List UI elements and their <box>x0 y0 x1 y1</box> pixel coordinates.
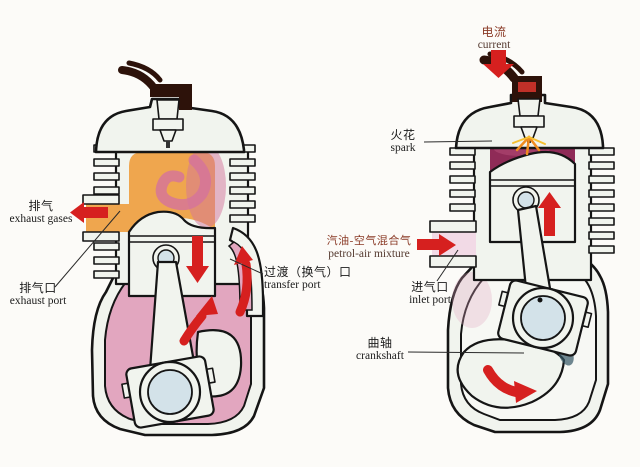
label-transfer-port-en: transfer port <box>264 278 321 291</box>
label-crankshaft-en: crankshaft <box>356 349 404 362</box>
label-transfer-port-zh: 过渡（换气）口 <box>264 265 352 279</box>
right-engine-compression-ignition <box>407 50 615 434</box>
leader-line-exhaust-port <box>54 210 121 288</box>
label-crankshaft-zh: 曲轴 <box>367 336 393 350</box>
label-current-en: current <box>477 38 511 51</box>
label-exhaust-port-en: exhaust port <box>9 294 67 307</box>
label-exhaust-port-zh: 排气口 <box>19 281 57 295</box>
label-exhaust-gases-en: exhaust gases <box>9 212 73 225</box>
exhaust-flow-arrow <box>70 202 108 223</box>
ignition-wire-left <box>118 60 192 110</box>
combustion-chamber-exhaust-gases <box>129 144 226 232</box>
piston-down-arrow <box>186 236 209 283</box>
leader-line-crankshaft <box>407 351 525 354</box>
incoming-mixture-tint <box>452 272 492 328</box>
leader-line-spark <box>423 140 493 143</box>
label-inlet-port-zh: 进气口 <box>411 280 449 294</box>
label-petrol-air-mixture: 汽油-空气混合气 petrol-air mixture <box>324 235 414 260</box>
wire-red-band <box>518 82 536 92</box>
label-crankshaft: 曲轴 crankshaft <box>352 337 408 362</box>
label-exhaust-gases-zh: 排气 <box>28 199 54 213</box>
cooling-fins-right-engine <box>449 147 615 254</box>
exhaust-port-opening <box>82 194 132 242</box>
label-current-zh: 电流 <box>481 25 507 39</box>
intake-flow-arrow <box>417 234 456 256</box>
label-inlet-port-en: inlet port <box>409 293 451 306</box>
leader-line-inlet-port <box>436 249 459 282</box>
label-petrol-air-mixture-en: petrol-air mixture <box>328 247 410 260</box>
label-petrol-air-mixture-zh: 汽油-空气混合气 <box>326 235 412 247</box>
leader-line-transfer-port <box>229 258 264 275</box>
label-exhaust-gases: 排气 exhaust gases <box>5 200 77 225</box>
label-spark-en: spark <box>390 141 416 154</box>
current-arrow <box>483 50 514 78</box>
spark-plug-left <box>152 99 184 148</box>
label-inlet-port: 进气口 inlet port <box>404 281 456 306</box>
label-spark: 火花 spark <box>381 129 425 154</box>
crankcase-flow-arrow <box>179 296 218 346</box>
gas-swirl <box>155 154 212 211</box>
label-transfer-port: 过渡（换气）口 transfer port <box>264 266 360 291</box>
left-engine-exhaust-scavenging <box>54 60 266 437</box>
label-current: 电流 current <box>468 26 520 51</box>
spark-flash <box>512 135 546 156</box>
label-exhaust-port: 排气口 exhaust port <box>2 282 74 307</box>
piston-up-arrow <box>538 192 561 236</box>
label-spark-zh: 火花 <box>390 128 416 142</box>
transfer-flow-arrow <box>234 246 253 317</box>
crank-rotation-arrow <box>483 365 537 403</box>
